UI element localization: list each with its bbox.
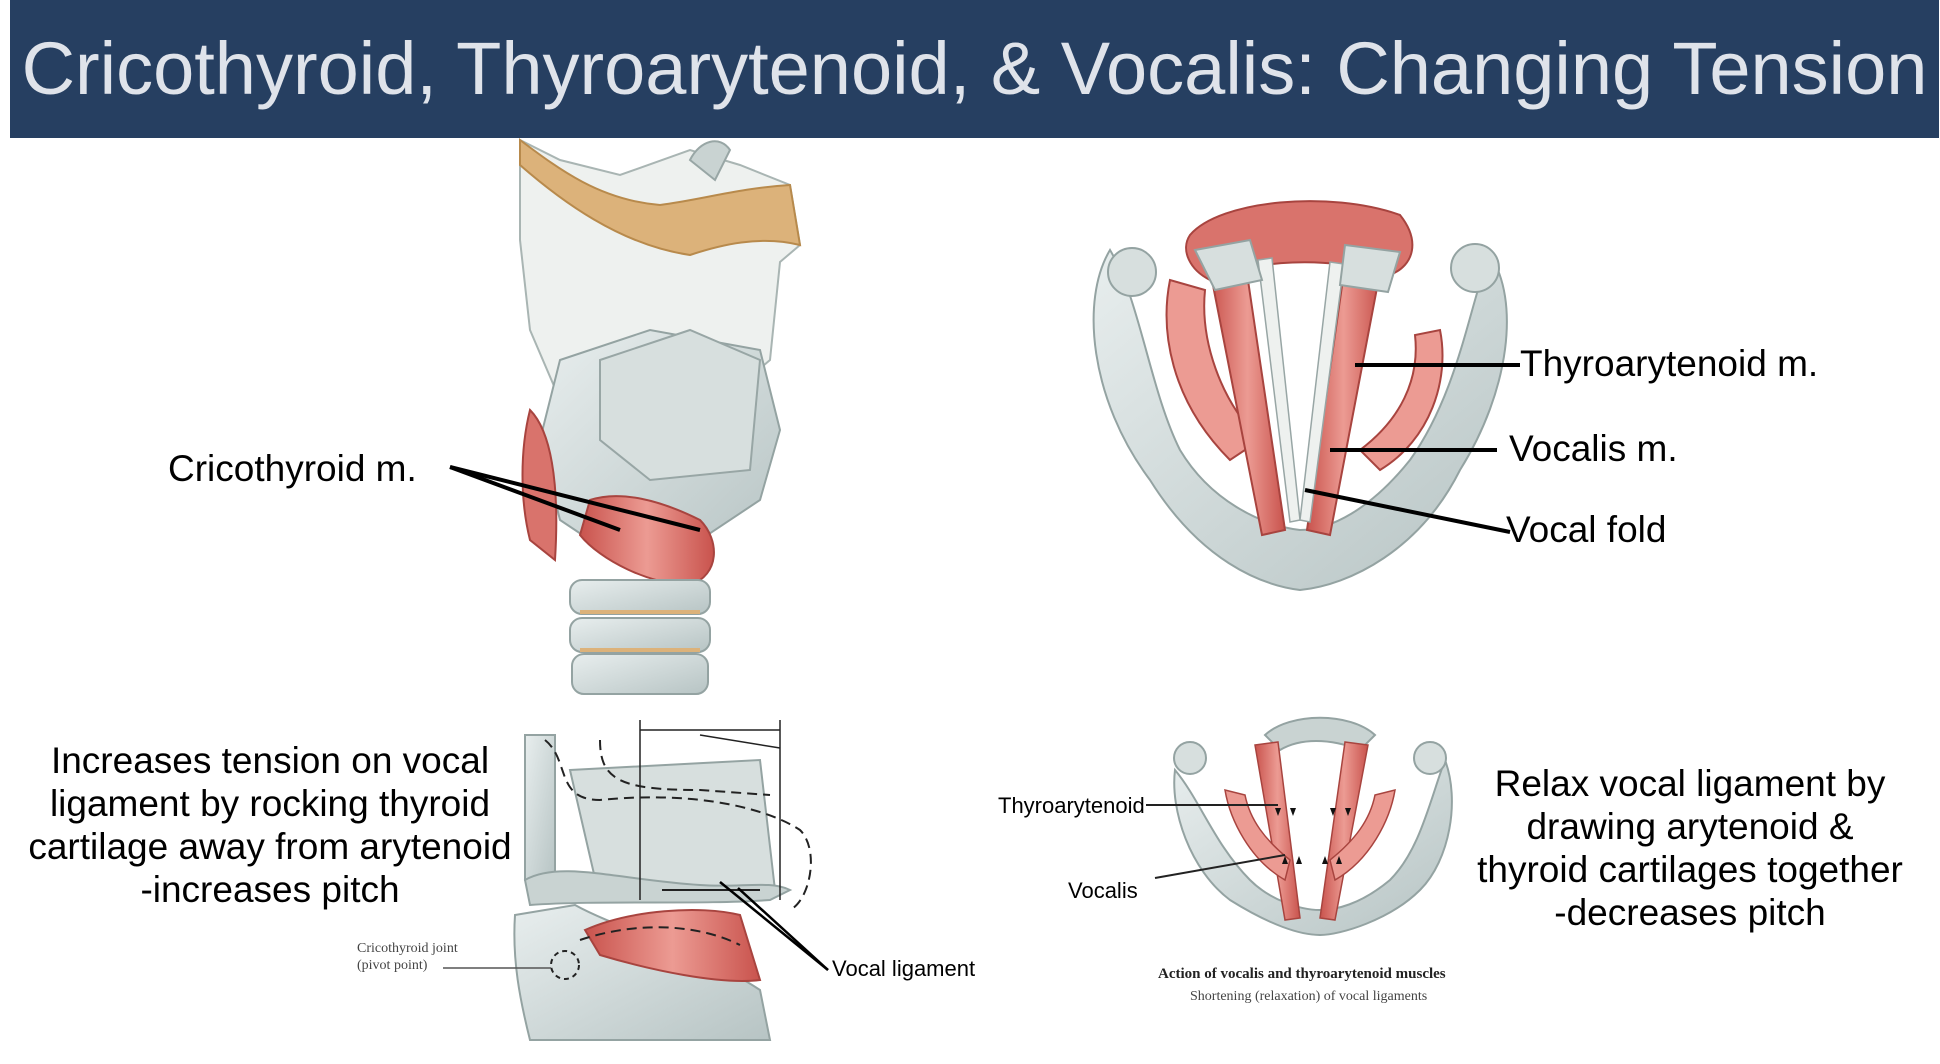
title-bar: Cricothyroid, Thyroarytenoid, & Vocalis:… (10, 0, 1939, 138)
thyroarytenoid-m-label: Thyroarytenoid m. (1520, 343, 1819, 384)
cricothyroid-label: Cricothyroid m. (168, 448, 417, 489)
vocal-ligament-label: Vocal ligament (832, 956, 976, 981)
left-caption-line: cartilage away from arytenoid (28, 826, 512, 867)
left-caption: Increases tension on vocal ligament by r… (20, 739, 520, 911)
right-caption-line: thyroid cartilages together (1477, 849, 1903, 890)
slide-title: Cricothyroid, Thyroarytenoid, & Vocalis:… (21, 27, 1928, 110)
vocalis-m-label: Vocalis m. (1509, 428, 1678, 469)
label-pointers (449, 363, 1520, 971)
right-caption-line: drawing arytenoid & (1526, 806, 1854, 847)
left-caption-line: ligament by rocking thyroid (49, 783, 491, 824)
pivot-point-label: (pivot point) (357, 958, 428, 973)
cricothyroid-action-illustration (443, 720, 812, 1041)
left-caption-line: Increases tension on vocal (50, 740, 490, 781)
right-caption: Relax vocal ligament by drawing arytenoi… (1460, 762, 1920, 934)
cricothyroid-joint-label: Cricothyroid joint (357, 941, 458, 956)
figure-caption-title: Action of vocalis and thyroarytenoid mus… (1158, 966, 1446, 982)
vocal-fold-label: Vocal fold (1506, 509, 1667, 550)
left-caption-line: -increases pitch (140, 869, 400, 910)
vocalis-action-illustration (1146, 716, 1453, 937)
larynx-anterolateral-illustration (519, 138, 802, 695)
larynx-superior-view-illustration (1092, 200, 1508, 592)
thyroarytenoid-small-label: Thyroarytenoid (998, 793, 1145, 818)
right-caption-line: Relax vocal ligament by (1494, 763, 1886, 804)
right-caption-line: -decreases pitch (1554, 892, 1826, 933)
figure-caption-subtitle: Shortening (relaxation) of vocal ligamen… (1190, 989, 1428, 1004)
vocalis-small-label: Vocalis (1068, 878, 1138, 903)
